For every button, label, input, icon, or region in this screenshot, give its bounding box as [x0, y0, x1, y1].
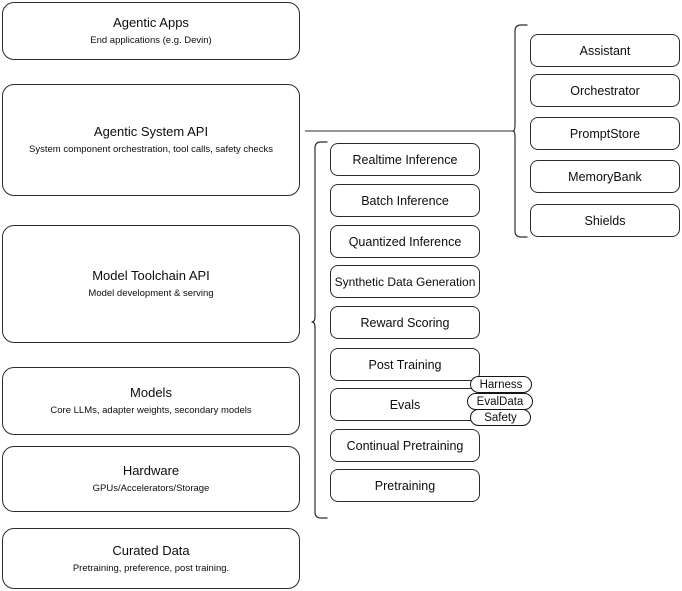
stack-layer-agentic-apps[interactable]: Agentic Apps End applications (e.g. Devi…: [2, 2, 300, 60]
system-item-orchestrator[interactable]: Orchestrator: [530, 74, 680, 107]
layer-subtitle: Pretraining, preference, post training.: [72, 562, 230, 574]
toolchain-item-batch-inference[interactable]: Batch Inference: [330, 184, 480, 217]
layer-subtitle: Model development & serving: [88, 288, 214, 299]
toolchain-item-pretraining[interactable]: Pretraining: [330, 469, 480, 502]
toolchain-item-post-training[interactable]: Post Training: [330, 348, 480, 381]
system-item-shields[interactable]: Shields: [530, 204, 680, 237]
layer-title: Agentic Apps: [113, 15, 189, 30]
stack-layer-model-toolchain-api[interactable]: Model Toolchain API Model development & …: [2, 225, 300, 343]
system-item-assistant[interactable]: Assistant: [530, 34, 680, 67]
toolchain-item-continual-pretraining[interactable]: Continual Pretraining: [330, 429, 480, 462]
eval-badge-safety[interactable]: Safety: [470, 409, 531, 426]
layer-subtitle: System component orchestration, tool cal…: [29, 144, 273, 155]
layer-title: Model Toolchain API: [92, 268, 210, 283]
system-item-memorybank[interactable]: MemoryBank: [530, 160, 680, 193]
toolchain-item-quantized-inference[interactable]: Quantized Inference: [330, 225, 480, 258]
toolchain-item-realtime-inference[interactable]: Realtime Inference: [330, 143, 480, 176]
stack-layer-models[interactable]: Models Core LLMs, adapter weights, secon…: [2, 367, 300, 435]
toolchain-item-evals[interactable]: Evals: [330, 388, 480, 421]
eval-badge-evaldata[interactable]: EvalData: [467, 393, 533, 410]
system-item-promptstore[interactable]: PromptStore: [530, 117, 680, 150]
eval-badge-harness[interactable]: Harness: [470, 376, 532, 393]
toolchain-item-synthetic-data-generation[interactable]: Synthetic Data Generation: [330, 265, 480, 298]
layer-title: Agentic System API: [93, 124, 209, 139]
layer-title: Models: [130, 385, 172, 400]
layer-subtitle: Core LLMs, adapter weights, secondary mo…: [50, 405, 252, 416]
toolchain-item-reward-scoring[interactable]: Reward Scoring: [330, 306, 480, 339]
layer-subtitle: GPUs/Accelerators/Storage: [92, 483, 210, 494]
layer-title: Hardware: [122, 463, 180, 478]
stack-layer-hardware[interactable]: Hardware GPUs/Accelerators/Storage: [2, 446, 300, 512]
stack-layer-curated-data[interactable]: Curated Data Pretraining, preference, po…: [2, 528, 300, 589]
layer-title: Curated Data: [112, 542, 190, 558]
stack-layer-agentic-system-api[interactable]: Agentic System API System component orch…: [2, 84, 300, 196]
layer-subtitle: End applications (e.g. Devin): [90, 35, 212, 46]
